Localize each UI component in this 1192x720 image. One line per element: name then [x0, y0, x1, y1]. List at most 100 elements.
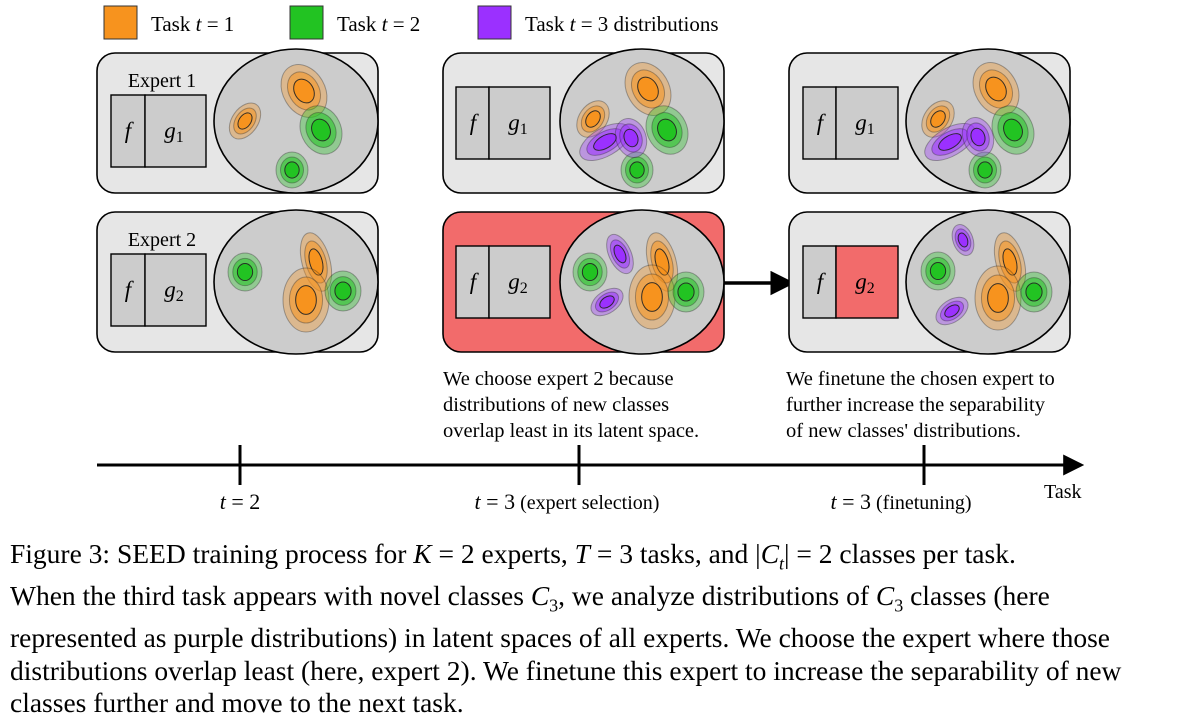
legend: Task t = 1 Task t = 2 Task t = 3 distrib… [103, 5, 719, 40]
caption-line: distributions overlap least (here, exper… [10, 654, 1122, 686]
latent-distributions [228, 64, 343, 189]
expert1-label: Expert 1 [128, 70, 196, 92]
task1-distribution [972, 62, 1020, 116]
distribution-contour [641, 282, 663, 312]
task1-distribution [280, 64, 328, 118]
task1-distribution [974, 265, 1022, 331]
head-g2-box [488, 245, 551, 319]
task3-distribution [614, 118, 648, 158]
task1-distribution [921, 100, 955, 138]
task2-distribution [620, 151, 654, 189]
caption-line: When the third task appears with novel c… [10, 580, 1050, 616]
distribution-contour [284, 161, 300, 179]
legend-swatch-task1 [103, 5, 138, 40]
task2-distribution [572, 252, 608, 292]
g2-symbol: g2 [508, 269, 528, 297]
distribution-contour [985, 76, 1007, 102]
stage1-expert1-panel: Expert 1 f g1 [96, 48, 379, 194]
stage2-expert2-panel-selected: f g2 [442, 209, 725, 355]
distribution-contour [970, 127, 986, 147]
distribution-contour [613, 244, 627, 264]
figure-diagram: Task t = 1 Task t = 2 Task t = 3 distrib… [96, 5, 1085, 514]
task3-distribution [961, 117, 995, 157]
head-g1-box [835, 86, 899, 160]
task1-distribution [299, 232, 333, 292]
task2-distribution [1015, 271, 1053, 313]
task1-distribution [228, 102, 262, 140]
distribution-contour [308, 248, 324, 276]
distribution-contour [295, 285, 317, 315]
legend-swatch-task2 [289, 5, 324, 40]
caption-line: represented as purple distributions) in … [10, 622, 1110, 654]
distribution-contour [677, 282, 695, 302]
stage3-expert2-panel: f g2 [788, 209, 1071, 355]
distribution-contour [1002, 248, 1018, 276]
task1-distribution [282, 267, 330, 333]
task2-distribution [645, 105, 689, 155]
distribution-contour [1003, 118, 1023, 142]
tick-label-t3-finetuning: t = 3 (finetuning) [830, 489, 971, 514]
task2-distribution [275, 151, 309, 189]
distribution-contour [311, 118, 331, 142]
distribution-contour [334, 281, 352, 301]
latent-distributions [921, 62, 1035, 189]
distribution-contour [629, 161, 645, 179]
head-g1-box [144, 94, 207, 168]
feature-extractor-f-box [802, 86, 837, 160]
figure-caption: Figure 3: SEED training process for K = … [10, 538, 1185, 720]
distribution-contour [957, 232, 969, 248]
latent-space-ellipse [559, 48, 725, 194]
distribution-contour [237, 112, 253, 130]
task3-distribution [579, 122, 631, 162]
distribution-contour [938, 133, 962, 151]
distribution-contour [987, 283, 1009, 313]
task-timeline: Task t = 2 t = 3 (expert selection) t = … [97, 445, 1085, 514]
head-g2-box-finetuned [835, 245, 899, 319]
task3-distribution [590, 287, 624, 317]
distribution-contour [637, 76, 659, 102]
distribution-contour [599, 295, 615, 309]
g2-symbol: g2 [164, 277, 184, 305]
task2-distribution [991, 105, 1035, 155]
distribution-contour [585, 110, 601, 128]
legend-label-task2: Task t = 2 [337, 12, 420, 36]
finetune-annotation: We finetune the chosen expert to further… [786, 368, 1060, 442]
distribution-contour [930, 110, 946, 128]
distribution-contour [944, 304, 960, 318]
task1-distribution [628, 264, 676, 330]
distribution-contour [581, 262, 599, 282]
expert2-label: Expert 2 [128, 229, 196, 251]
task1-distribution [576, 100, 610, 138]
distribution-contour [977, 161, 993, 179]
g1-symbol: g1 [508, 110, 528, 138]
stage1-expert2-panel: Expert 2 f g2 [96, 209, 379, 355]
task2-distribution [968, 151, 1002, 189]
task2-distribution [227, 252, 263, 292]
task2-distribution [324, 270, 362, 312]
legend-label-task1: Task t = 1 [151, 12, 234, 36]
task2-distribution [920, 251, 956, 291]
task3-distribution [951, 224, 975, 256]
latent-distributions [920, 224, 1053, 331]
feature-extractor-f-box [455, 86, 490, 160]
feature-extractor-f-box [110, 94, 146, 168]
distribution-contour [1025, 282, 1043, 302]
task2-distribution [299, 105, 343, 155]
selection-annotation: We choose expert 2 because distributions… [443, 368, 699, 442]
f-symbol: f [817, 110, 827, 135]
caption-line: classes further and move to the next tas… [10, 687, 464, 719]
caption-line: Figure 3: SEED training process for K = … [10, 538, 1016, 574]
stage2-expert1-panel: f g1 [442, 48, 725, 194]
legend-swatch-task3 [477, 5, 512, 40]
latent-space-ellipse [213, 48, 379, 194]
g1-symbol: g1 [855, 110, 875, 138]
latent-space-ellipse [905, 48, 1071, 194]
head-g2-box [144, 253, 207, 327]
task3-distribution [935, 296, 969, 326]
latent-distributions [227, 232, 362, 333]
axis-label-task: Task [1044, 481, 1081, 503]
task3-distribution [924, 122, 976, 162]
latent-distributions [576, 62, 689, 189]
distribution-contour [593, 133, 617, 151]
f-symbol: f [125, 118, 135, 143]
